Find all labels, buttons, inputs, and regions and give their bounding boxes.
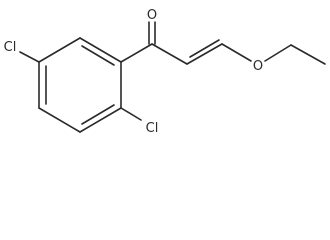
ring-bond-top — [79, 37, 122, 63]
ring-bond-upper-left — [38, 37, 81, 63]
bond-carbonyl-to-alpha-carbon — [151, 43, 188, 65]
ring-double-bond-inner-1 — [81, 45, 115, 66]
alkene-bond — [186, 43, 223, 65]
chemical-structure-diagram: O O Cl Cl — [4, 8, 326, 136]
ring-bond-lower-right — [79, 107, 122, 133]
ring-bond-lower-left — [38, 107, 81, 133]
ether-oxygen-label: O — [253, 59, 263, 74]
bond-ring-to-carbonyl — [120, 43, 153, 63]
chlorine-bottom-label: Cl — [146, 121, 159, 136]
carbonyl-oxygen-label: O — [147, 8, 157, 23]
bond-ring-to-chlorine-left — [19, 51, 40, 63]
bond-ether-oxygen-to-ch2 — [264, 44, 292, 62]
alkene-bond-second-line — [189, 39, 220, 58]
bond-ch2-to-ch3 — [290, 44, 326, 65]
ring-double-bond-inner-2 — [81, 104, 115, 125]
benzene-ring — [38, 37, 122, 133]
bond-ring-to-chlorine-bottom — [120, 107, 142, 121]
bond-beta-carbon-to-ether-oxygen — [221, 43, 252, 62]
chlorine-left-label: Cl — [4, 40, 17, 55]
